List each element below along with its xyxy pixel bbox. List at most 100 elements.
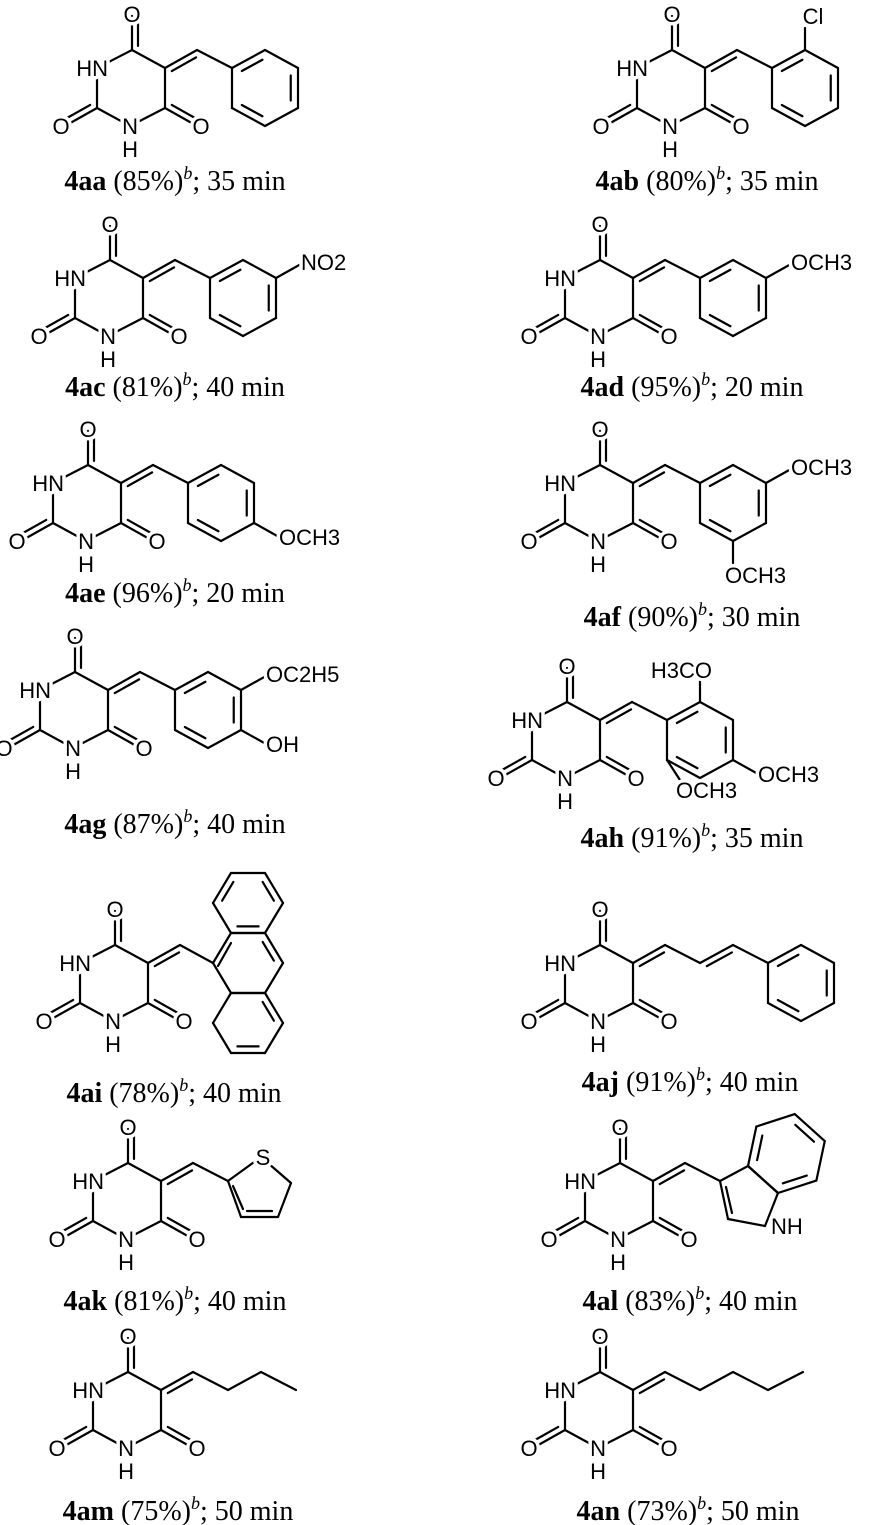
compound-caption: 4af (90%)b; 30 min bbox=[584, 599, 801, 633]
phenyl-ring-bond bbox=[219, 463, 256, 485]
phenyl-ring-inner-bond bbox=[708, 313, 732, 328]
oxygen-label-c2: O bbox=[592, 114, 609, 139]
phenyl-ring-bond bbox=[263, 106, 300, 128]
carbonyl-c2-second-line bbox=[47, 998, 75, 1015]
phenyl-ring-inner-bond bbox=[218, 313, 242, 328]
bond bbox=[616, 1219, 655, 1241]
carbonyl-c6-second-line bbox=[710, 103, 738, 120]
n-label-n1: N bbox=[122, 114, 138, 139]
oxygen-label-c2: O bbox=[8, 529, 25, 554]
exocyclic-double-bond-second-line bbox=[166, 1378, 194, 1395]
oxygen-label-c2: O bbox=[30, 324, 47, 349]
nh-label-n3: HN bbox=[511, 708, 543, 733]
compound-id: 4ad bbox=[581, 372, 625, 403]
carbonyl-c6-second-line bbox=[605, 755, 633, 772]
thiophene-ring-bond bbox=[226, 1179, 243, 1219]
oxygen-label-c6: O bbox=[660, 1436, 677, 1461]
phenyl-ring-bond bbox=[665, 700, 702, 722]
compound-caption: 4ae (96%)b; 20 min bbox=[65, 575, 285, 609]
oxygen-label-c6: O bbox=[732, 114, 749, 139]
nh-label-n3: HN bbox=[544, 1378, 576, 1403]
bond bbox=[84, 521, 123, 543]
compound-caption: 4ag (87%)b; 40 min bbox=[64, 806, 285, 840]
benzene-ring-bond bbox=[746, 1125, 758, 1168]
phenyl-ring-inner-bond bbox=[776, 998, 800, 1013]
anthracene-upper-ring-inner-bond bbox=[221, 880, 235, 902]
carbonyl-c6-second-line bbox=[148, 313, 176, 330]
phenyl-ring-bond bbox=[799, 1001, 836, 1023]
h-label-n1: H bbox=[122, 137, 138, 162]
bond bbox=[191, 1370, 230, 1392]
carbonyl-c6-second-line bbox=[170, 103, 198, 120]
exocyclic-double-bond bbox=[631, 463, 667, 485]
carbonyl-c2 bbox=[551, 1219, 587, 1241]
footnote-marker: b bbox=[698, 599, 707, 619]
inner-bond-x bbox=[231, 1184, 245, 1211]
exocyclic-double-bond-second-line bbox=[113, 678, 141, 695]
reaction-time: ; 40 min bbox=[192, 372, 285, 403]
benzene-ring-bond bbox=[746, 1164, 780, 1195]
exocyclic-double-bond-second-line bbox=[148, 266, 176, 283]
phenyl-ring-inner-bond bbox=[675, 710, 699, 725]
oxygen-label-c6: O bbox=[188, 1436, 205, 1461]
bond bbox=[563, 521, 600, 543]
phenyl-ring-bond bbox=[770, 48, 807, 70]
bond bbox=[530, 758, 567, 780]
phenyl-ring-bond bbox=[230, 106, 267, 128]
ch-aryl-bond bbox=[151, 463, 190, 485]
bond bbox=[274, 262, 303, 280]
compound-caption: 4ai (78%)b; 40 min bbox=[66, 1075, 281, 1109]
oxygen-label-c6: O bbox=[660, 324, 677, 349]
yield: (95%) bbox=[631, 372, 701, 403]
benzene-ring-bond bbox=[815, 1139, 826, 1182]
phenyl-ring-inner-bond bbox=[196, 518, 220, 533]
carbonyl-c2 bbox=[59, 1428, 95, 1450]
phenyl-ring-inner-bond bbox=[780, 103, 804, 118]
space bbox=[114, 1496, 121, 1525]
phenyl-ring-bond bbox=[173, 670, 210, 692]
carbonyl-c2-second-line bbox=[532, 1425, 560, 1442]
methoxy-label: OCH3 bbox=[676, 778, 737, 803]
nh-label-n3: HN bbox=[59, 951, 91, 976]
bond bbox=[731, 943, 770, 965]
phenyl-ring-bond bbox=[698, 463, 735, 485]
inner-bond bbox=[724, 1185, 734, 1215]
thiophene-ring-bond bbox=[259, 1155, 293, 1185]
exocyclic-double-bond bbox=[598, 700, 634, 722]
bond bbox=[126, 1370, 163, 1392]
phenyl-ring-inner-bond bbox=[780, 58, 804, 73]
bond bbox=[78, 1001, 115, 1023]
phenyl-ring-inner-bond bbox=[218, 268, 242, 283]
n-label-n1: N bbox=[557, 766, 573, 791]
bond bbox=[124, 1219, 163, 1241]
phenyl-ring-bond bbox=[731, 258, 768, 280]
methoxy-label: OCH3 bbox=[758, 762, 819, 787]
exocyclic-double-bond-second-line bbox=[605, 708, 633, 725]
bond bbox=[108, 258, 145, 280]
carbonyl-c6 bbox=[163, 106, 199, 128]
bond bbox=[95, 106, 132, 128]
carbonyl-c6 bbox=[703, 106, 739, 128]
compound-id: 4ae bbox=[65, 578, 105, 609]
compound-id: 4al bbox=[582, 1286, 618, 1317]
phenyl-ring-bond bbox=[731, 521, 768, 543]
yield: (78%) bbox=[109, 1078, 179, 1109]
oxygen-label-c2: O bbox=[48, 1436, 65, 1461]
methoxy-label: H3CO bbox=[651, 658, 712, 683]
anthracene-central-ring-bond bbox=[211, 961, 233, 995]
compound-caption: 4ak (81%)b; 40 min bbox=[64, 1283, 287, 1317]
indole-nh-label: NH bbox=[771, 1214, 803, 1239]
pyrrole-ring-bond bbox=[718, 1164, 750, 1183]
n-label-n1: N bbox=[590, 529, 606, 554]
nh-label-n3: HN bbox=[32, 471, 64, 496]
bond bbox=[596, 316, 635, 338]
